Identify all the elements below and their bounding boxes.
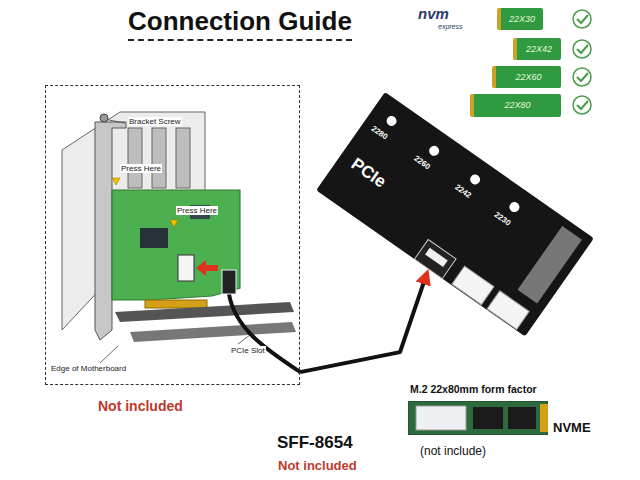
ssd-node: M.2 22x80mm form factorNVME (not include) [405, 383, 600, 465]
pcie-slot [130, 322, 296, 342]
check-circle [573, 40, 591, 58]
check-circle [573, 96, 591, 114]
slot-cover [152, 128, 166, 188]
board-silkscreen: 2242 [453, 182, 473, 200]
part-label: PCIe Slot [230, 346, 266, 355]
part-label: Bracket Screw [128, 117, 182, 126]
logo-text: nvm [418, 5, 449, 22]
check-circle [573, 68, 591, 86]
cable-plug [222, 270, 236, 294]
card-port [178, 255, 194, 281]
ssd-board [408, 401, 548, 435]
press-arrow [112, 178, 120, 185]
leader-line [100, 346, 118, 363]
leader-line [109, 120, 125, 123]
check-mark [577, 45, 588, 53]
m2-card: 22X30 [497, 8, 543, 30]
cable [229, 294, 300, 372]
sff-port-slot [425, 248, 448, 267]
ssd-chip [508, 407, 536, 429]
pcie-card [112, 190, 240, 300]
ssd-drawing [408, 401, 548, 435]
logo-text: express [438, 23, 463, 31]
slot-cover [128, 128, 142, 188]
sata-port [487, 291, 529, 330]
page-title: Connection Guide [128, 6, 352, 41]
press-arrow [170, 220, 178, 227]
ssd-sticker [416, 406, 466, 430]
node-text: Not included [98, 398, 183, 414]
note-text: Not included [278, 459, 357, 474]
card-size-label: 22X42 [526, 44, 552, 54]
adapter-node: PCIe 2280 2260 2242 2230 [310, 85, 602, 340]
adapter-board: PCIe 2280 2260 2242 2230 [316, 92, 594, 337]
part-label: Edge of Motherboard [50, 364, 127, 373]
card-size-label: 22X60 [515, 72, 541, 82]
leader-line [238, 335, 250, 344]
pcie-slot [115, 302, 294, 322]
m2-slot [518, 226, 582, 304]
check-mark [577, 73, 588, 81]
slot-cover [176, 128, 190, 188]
sff-port [414, 239, 456, 278]
node-text: NVME [553, 421, 591, 436]
cable-connector [300, 276, 426, 372]
check-mark [577, 15, 588, 23]
board-parts [316, 92, 594, 337]
card-size-label: 22X30 [509, 14, 535, 24]
mount-hole [507, 200, 521, 214]
board-silkscreen: PCIe [347, 154, 389, 192]
check-circle [573, 10, 591, 28]
part-label: Press Here [120, 164, 162, 173]
card-chip [140, 228, 168, 248]
board-silkscreen: 2280 [370, 124, 390, 142]
red-arrow [205, 265, 218, 271]
m2-card: 22X60 [492, 66, 561, 88]
mount-hole [468, 173, 482, 187]
check-mark [577, 101, 588, 109]
board-silkscreen: 2230 [492, 210, 512, 228]
m2-card: 22X80 [470, 94, 561, 117]
node-text: M.2 22x80mm form factor [410, 383, 537, 395]
board-silkscreen: 2260 [412, 154, 432, 172]
ssd-chip [473, 407, 503, 429]
part-label: Press Here [176, 206, 218, 215]
mount-hole [427, 144, 441, 158]
sata-port [452, 266, 494, 305]
ssd-contacts [540, 404, 548, 432]
red-arrow [196, 260, 206, 276]
dashed-group: Not included [45, 85, 300, 385]
mount-hole [385, 114, 399, 128]
cable-label: SFF-8654 [277, 433, 353, 453]
card-size-label: 22X80 [504, 100, 530, 110]
bracket-screw [100, 114, 108, 122]
gold-fingers [145, 300, 207, 308]
node-text: (not include) [420, 445, 486, 459]
m2-card: 22X42 [513, 38, 561, 60]
